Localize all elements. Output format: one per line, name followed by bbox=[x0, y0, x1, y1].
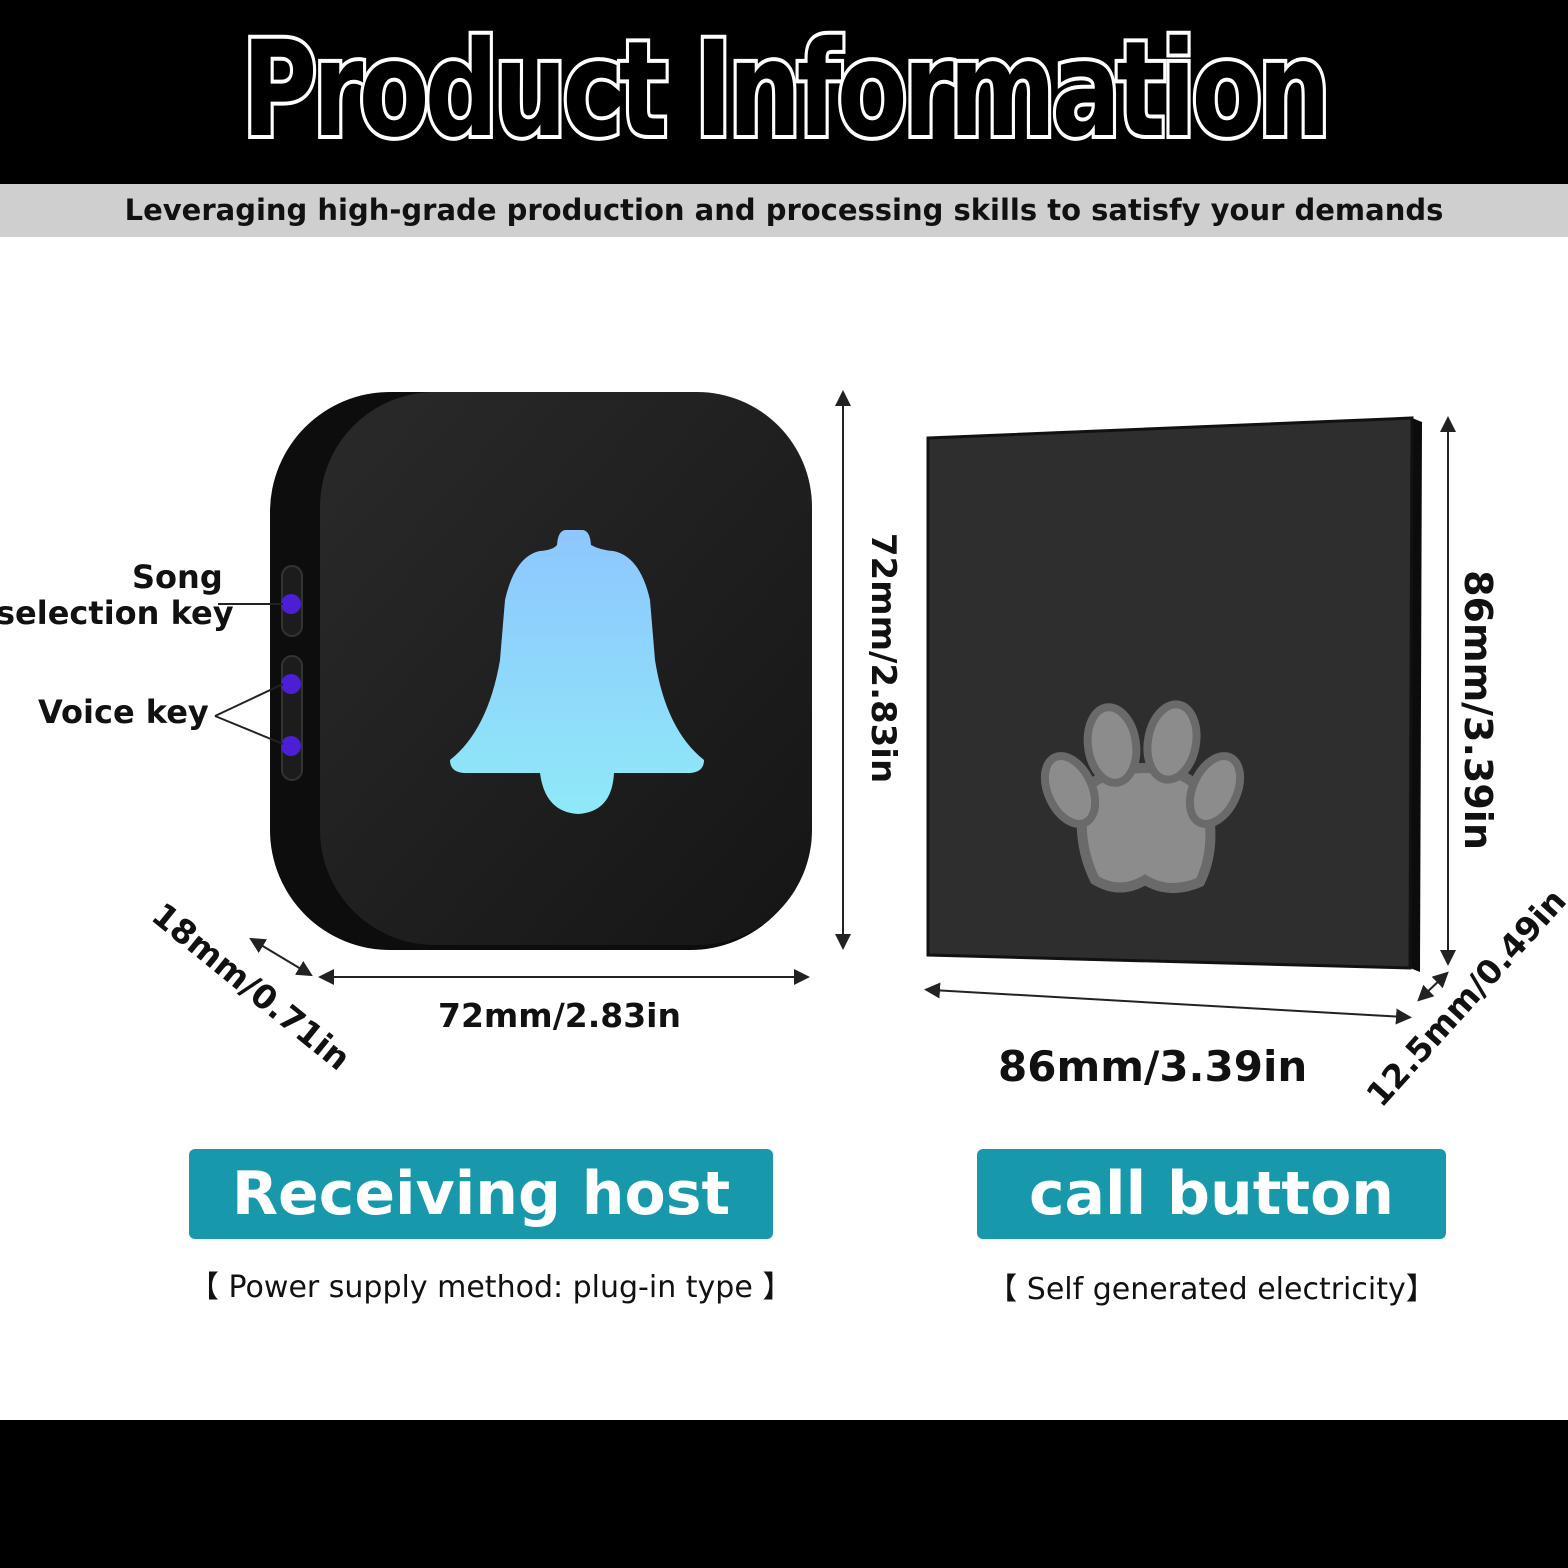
callout-song-selection-key: selection key bbox=[0, 594, 234, 632]
host-height-dimension: 72mm/2.83in bbox=[863, 532, 903, 784]
callout-song: Song bbox=[132, 558, 223, 596]
call-button-label: call button bbox=[977, 1149, 1446, 1239]
subtitle-bar: Leveraging high-grade production and pro… bbox=[0, 184, 1568, 237]
product-illustration bbox=[214, 390, 1456, 1025]
receiving-host-label: Receiving host bbox=[189, 1149, 773, 1239]
callout-voice-key: Voice key bbox=[38, 693, 209, 731]
button-width-dimension: 86mm/3.39in bbox=[998, 1042, 1308, 1091]
page-title: Product Information bbox=[239, 9, 1334, 171]
footer-bar bbox=[0, 1420, 1568, 1568]
paw-print-icon bbox=[1040, 700, 1245, 893]
host-width-dimension: 72mm/2.83in bbox=[438, 996, 681, 1035]
page-subtitle: Leveraging high-grade production and pro… bbox=[124, 193, 1444, 227]
bell-icon bbox=[450, 530, 704, 814]
call-button-power-note: 【 Self generated electricity】 bbox=[987, 1272, 1436, 1307]
header-bar: Product Information bbox=[0, 0, 1568, 184]
button-height-dimension: 86mm/3.39in bbox=[1456, 570, 1500, 850]
call-button-device bbox=[926, 416, 1422, 972]
receiving-host-power-note: 【 Power supply method: plug-in type 】 bbox=[189, 1270, 793, 1305]
receiving-host-device bbox=[270, 392, 812, 950]
